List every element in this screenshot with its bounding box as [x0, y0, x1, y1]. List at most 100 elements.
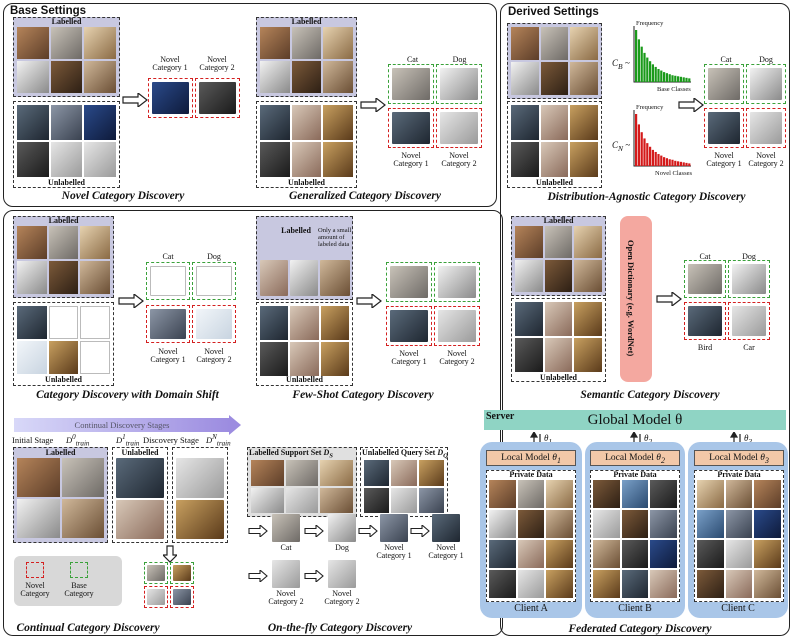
gcd-novel2-image — [440, 112, 478, 144]
dacd-unlabelled-panel — [507, 101, 602, 188]
freq-bar — [660, 70, 663, 82]
otf-dog-label: Dog — [335, 543, 349, 552]
fcd-client-a-label: Client A — [514, 603, 548, 614]
freq-bar — [685, 162, 688, 166]
cdds-arrow — [118, 294, 144, 308]
fcd-private-b-label: Private Data — [613, 470, 657, 479]
gcd-labelled-label: Labelled — [291, 17, 322, 26]
ccd-down-arrow — [163, 545, 177, 563]
scd-unlabelled-panel — [511, 298, 606, 382]
cdds-dog-label: Dog — [207, 252, 221, 261]
cdds-cat-box — [146, 262, 190, 300]
fcd-theta3: θ3 — [744, 433, 752, 445]
dacd-dog-image — [750, 68, 782, 100]
fcd-global-model-bar: Global Model θ — [484, 410, 786, 430]
otf-arrow-5 — [248, 570, 268, 582]
fcd-private-a-grid — [489, 480, 573, 598]
fcd-theta2: θ2 — [644, 433, 652, 445]
ccd-legend — [14, 556, 122, 606]
dacd-novel-classes-label: Novel Classes — [655, 170, 693, 177]
ccd-res-1 — [144, 562, 168, 584]
freq-bar — [663, 72, 666, 82]
dacd-dog-label: Dog — [759, 55, 773, 64]
ncd-novel2-box — [195, 78, 240, 118]
cdds-labelled-label: Labelled — [48, 216, 79, 225]
ncd-arrow — [122, 93, 148, 107]
cdds-novel2-box — [192, 305, 236, 343]
dacd-cat-box — [704, 64, 744, 104]
fscd-labelled-img — [260, 260, 288, 296]
otf-query-label: Unlabelled Query Set DQ — [362, 448, 448, 460]
fscd-novel2-box — [434, 306, 480, 346]
fcd-server-label: Server — [484, 411, 517, 423]
fscd-labelled-img-2 — [290, 260, 318, 296]
scd-labelled-label: Labelled — [543, 216, 574, 225]
dacd-freq-label-1: Frequency — [636, 20, 664, 27]
ncd-caption: Novel Category Discovery — [61, 190, 185, 202]
dacd-base-classes-label: Base Classes — [657, 86, 691, 93]
scd-cat-image — [688, 264, 722, 294]
scd-dog-box — [728, 260, 770, 298]
ccd-res-2 — [170, 562, 194, 584]
ccd-unlabelled1-img2 — [116, 500, 164, 539]
fcd-client-b-label: Client B — [618, 603, 652, 614]
dacd-arrow — [678, 98, 704, 112]
ncd-labelled-grid — [17, 27, 116, 93]
otf-query-grid — [364, 460, 444, 513]
fcd-caption: Federated Category Discovery — [568, 623, 712, 635]
otf-arrow-3 — [358, 525, 378, 537]
ccd-res-3 — [144, 586, 168, 608]
scd-bird-label: Bird — [697, 343, 713, 352]
otf-arrow-4 — [410, 525, 430, 537]
otf-cat-label: Cat — [280, 543, 292, 552]
freq-bar — [677, 76, 680, 82]
ccd-discovery-stage: Discovery Stage — [143, 435, 199, 445]
dacd-labelled-grid — [511, 27, 598, 95]
freq-bar — [682, 77, 685, 82]
dacd-novel1-box — [704, 108, 744, 148]
gcd-caption: Generalized Category Discovery — [288, 190, 442, 202]
dacd-novel2-image — [750, 112, 782, 144]
gcd-novel1-box — [388, 108, 434, 148]
ccd-labelled-label: Labelled — [45, 448, 76, 457]
cdds-caption: Category Discovery with Domain Shift — [36, 389, 219, 401]
scd-car-image — [732, 306, 766, 336]
otf-novel1-image — [380, 514, 408, 542]
dacd-unlabelled-label: Unlabelled — [536, 178, 573, 187]
scd-bird-box — [684, 302, 726, 340]
freq-bar — [649, 61, 652, 82]
gcd-dog-image — [440, 68, 478, 100]
ncd-unlabelled-grid — [17, 105, 116, 177]
otf-novel2b-image — [328, 560, 356, 588]
freq-bar — [663, 157, 666, 166]
ccd-caption: Continual Category Discovery — [16, 622, 160, 634]
freq-bar — [665, 73, 668, 82]
fcd-theta1: θ1 — [544, 433, 552, 445]
scd-car-label: Car — [743, 343, 755, 352]
freq-bar — [646, 57, 649, 82]
cdds-dog-box — [192, 262, 236, 300]
ccd-unlabelled1-img1 — [116, 458, 164, 498]
fscd-unlabelled-grid — [260, 306, 349, 376]
scd-car-box — [728, 302, 770, 340]
ccd-unlabelled1-label: Unlabelled — [121, 448, 159, 457]
freq-bar — [688, 163, 691, 166]
ccd-legend-novel-swatch — [26, 562, 44, 578]
derived-settings-header: Derived Settings — [508, 6, 599, 18]
cdds-labelled-grid — [17, 226, 110, 294]
scd-unlabelled-label: Unlabelled — [540, 373, 577, 382]
ncd-unlabelled-label: Unlabelled — [48, 178, 85, 187]
gcd-labelled-grid — [260, 27, 353, 93]
ncd-novel1-image — [152, 82, 189, 114]
dacd-cat-label: Cat — [720, 55, 732, 64]
scd-cat-label: Cat — [699, 252, 711, 261]
gcd-unlabelled-grid — [260, 105, 353, 177]
